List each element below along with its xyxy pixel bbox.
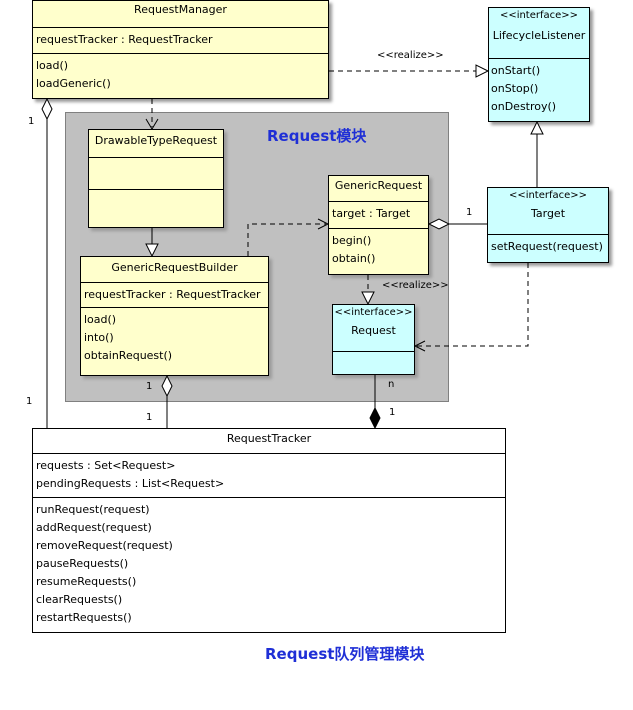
interface-name: LifecycleListener [492,29,586,42]
method: setRequest(request) [491,240,603,253]
multiplicity: n [388,379,395,390]
class-name: DrawableTypeRequest [94,134,218,147]
method: runRequest(request) [36,503,150,516]
agg-diamond [427,218,451,230]
class-name: RequestTracker [226,432,312,445]
agg-diamond [161,374,173,398]
class-generic-request-builder[interactable]: GenericRequestBuilder requestTracker : R… [80,256,269,376]
method: loadGeneric() [36,77,111,90]
method: load() [36,59,69,72]
method: load() [84,313,117,326]
realize-label: <<realize>> [377,50,444,61]
stereotype: <<interface>> [508,190,588,201]
realize-arrowhead [475,64,490,78]
method: addRequest(request) [36,521,152,534]
multiplicity: 1 [146,381,153,392]
multiplicity: 1 [466,207,473,218]
interface-name: Request [351,324,396,337]
interface-target[interactable]: <<interface>> Target setRequest(request) [487,187,609,263]
multiplicity: 1 [146,412,153,423]
class-request-manager[interactable]: RequestManager requestTracker : RequestT… [32,0,329,99]
interface-lifecycle-listener[interactable]: <<interface>> LifecycleListener onStart(… [488,7,590,122]
realize-arrowhead [361,291,375,306]
stereotype: <<interface>> [334,307,413,318]
gen-arrowhead [145,243,159,258]
attribute: requestTracker : RequestTracker [84,288,261,301]
comp-diamond [369,406,381,430]
method: begin() [332,234,372,247]
realize-label: <<realize>> [382,280,449,291]
package-title: Request模块 [267,127,367,145]
class-name: GenericRequestBuilder [111,261,238,274]
gen-arrowhead [530,120,544,135]
dep-arrowhead [145,118,159,130]
method: resumeRequests() [36,575,137,588]
agg-diamond [41,97,53,121]
dep-arrowhead [413,340,426,352]
dep-target-request [417,263,529,347]
attribute: requestTracker : RequestTracker [36,33,213,46]
stereotype: <<interface>> [499,10,579,21]
class-name: RequestManager [134,3,227,16]
method: obtain() [332,252,376,265]
interface-request[interactable]: <<interface>> Request [332,304,415,375]
class-generic-request[interactable]: GenericRequest target : Target begin() o… [328,175,429,275]
interface-name: Target [530,207,566,220]
method: removeRequest(request) [36,539,173,552]
method: restartRequests() [36,611,132,624]
attribute: target : Target [332,207,411,220]
class-name: GenericRequest [334,179,423,192]
method: into() [84,331,114,344]
class-drawable-type-request[interactable]: DrawableTypeRequest [88,129,224,228]
multiplicity: 1 [389,407,396,418]
dep-builder-genericrequest [247,223,326,256]
attribute: requests : Set<Request> [36,459,176,472]
method: onStop() [491,82,539,95]
class-request-tracker[interactable]: RequestTracker requests : Set<Request> p… [32,428,506,633]
method: obtainRequest() [84,349,173,362]
dep-arrowhead [317,218,330,230]
method: onStart() [491,64,541,77]
attribute: pendingRequests : List<Request> [36,477,225,490]
method: onDestroy() [491,100,557,113]
diagram-caption: Request队列管理模块 [265,645,425,663]
method: pauseRequests() [36,557,129,570]
multiplicity: 1 [28,116,35,127]
method: clearRequests() [36,593,123,606]
multiplicity: 1 [26,396,33,407]
